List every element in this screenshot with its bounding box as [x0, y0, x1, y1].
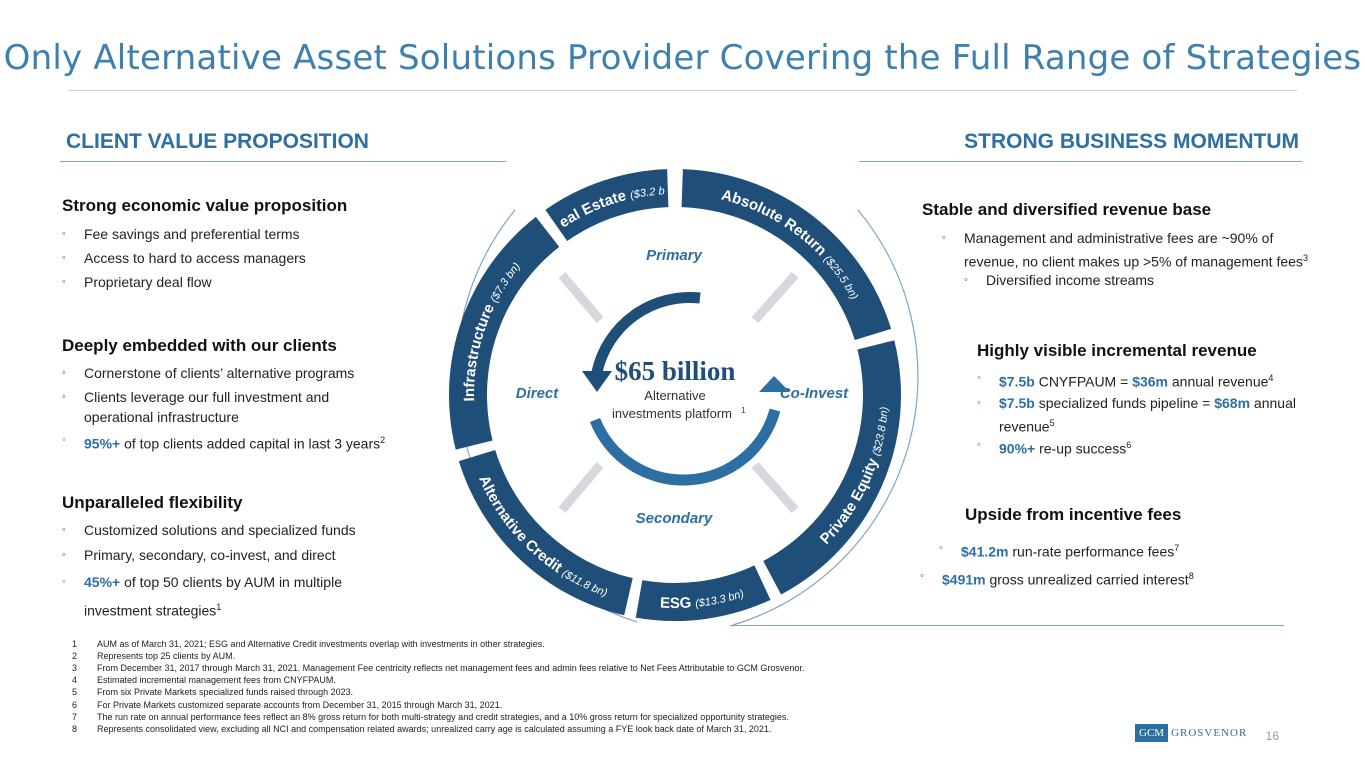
center-amount: $65 billion	[615, 356, 736, 386]
wheel-segment	[763, 340, 901, 595]
arrow-up-icon	[759, 376, 790, 392]
right-bottom-divider	[730, 625, 1284, 626]
bullet-item: ◦Access to hard to access managers	[62, 250, 306, 266]
footnote-number: 6	[72, 699, 78, 710]
quadrant-secondary: Secondary	[636, 510, 713, 527]
left-section-divider	[60, 161, 506, 162]
wheel-segment	[449, 216, 560, 450]
bullet-item: ◦Customized solutions and specialized fu…	[62, 522, 356, 538]
page-title: Only Alternative Asset Solutions Provide…	[3, 38, 1362, 78]
wheel-segment	[458, 449, 633, 616]
center-line1: Alternative	[644, 388, 705, 403]
block-heading: Strong economic value proposition	[62, 196, 348, 215]
footnote-number: 8	[72, 723, 78, 734]
footnote-text: From December 31, 2017 through March 31,…	[97, 663, 805, 674]
footnote-number: 1	[72, 639, 78, 649]
footnote-number: 3	[72, 663, 78, 674]
bullet-item: ◦$41.2m run-rate performance fees7	[939, 542, 1180, 560]
quadrant-co-invest: Co-Invest	[780, 385, 849, 402]
bullet-item: ◦$7.5b specialized funds pipeline = $68m…	[977, 395, 1296, 435]
block-heading: Stable and diversified revenue base	[922, 200, 1212, 219]
bullet-item: ◦Cornerstone of clients’ alternative pro…	[62, 365, 355, 381]
bullet-item: ◦$7.5b CNYFPAUM = $36m annual revenue4	[977, 372, 1274, 390]
footnote-text: The run rate on annual performance fees …	[97, 711, 789, 722]
right-section-divider	[859, 161, 1302, 162]
bullet-item: ◦Management and administrative fees are …	[942, 230, 1308, 270]
block-heading: Unparalleled flexibility	[62, 493, 243, 512]
arrow-down-icon	[582, 371, 612, 392]
bullet-item: ◦45%+ of top 50 clients by AUM in multip…	[62, 574, 342, 619]
quadrant-primary: Primary	[646, 247, 703, 264]
divider-stripes	[558, 272, 799, 513]
page-number: 16	[1265, 729, 1279, 743]
bullet-item: ◦Clients leverage our full investment an…	[62, 389, 330, 425]
wheel-segment	[635, 565, 771, 621]
title-divider	[68, 90, 1297, 91]
client-value-heading: CLIENT VALUE PROPOSITION	[66, 130, 369, 153]
footnote-text: Represents consolidated view, excluding …	[97, 723, 772, 734]
block-heading: Highly visible incremental revenue	[977, 341, 1257, 360]
footnote-number: 5	[72, 687, 78, 698]
footnote-number: 7	[72, 711, 78, 722]
strategy-wheel: Absolute Return($25.5 bn)Private Equity(…	[400, 160, 919, 626]
footnote-text: From six Private Markets specialized fun…	[97, 687, 354, 698]
bullet-item: ◦95%+ of top clients added capital in la…	[62, 434, 386, 452]
bullet-item: ◦$491m gross unrealized carried interest…	[920, 570, 1194, 588]
center-line2: investments platform	[612, 406, 732, 421]
inner-arc-bottom	[589, 408, 781, 486]
segment-name: Alternative Credit	[475, 473, 565, 577]
bullet-item: ◦Diversified income streams	[964, 272, 1155, 288]
block-heading: Deeply embedded with our clients	[62, 336, 337, 355]
footnote-text: Represents top 25 clients by AUM.	[97, 651, 236, 662]
block-heading: Upside from incentive fees	[965, 505, 1182, 524]
wheel-segment	[681, 169, 892, 341]
inner-arc-top	[591, 291, 701, 374]
footnote-number: 2	[72, 651, 78, 662]
bullet-item: ◦Fee savings and preferential terms	[62, 226, 300, 242]
bullet-item: ◦90%+ re-up success6	[977, 439, 1132, 457]
footnote-text: Estimated incremental management fees fr…	[97, 675, 336, 686]
center-footnote-ref: 1	[741, 406, 746, 415]
footnote-text: AUM as of March 31, 2021; ESG and Altern…	[97, 639, 545, 649]
quadrant-direct: Direct	[516, 385, 560, 402]
outer-arc-right	[732, 209, 919, 626]
segment-name: ESG	[660, 594, 692, 612]
wheel-segment	[545, 169, 669, 241]
footnote-number: 4	[72, 675, 78, 686]
bullet-item: ◦Primary, secondary, co-invest, and dire…	[62, 547, 336, 563]
business-momentum-heading: STRONG BUSINESS MOMENTUM	[964, 130, 1299, 153]
footnote-text: For Private Markets customized separate …	[97, 699, 503, 710]
bullet-item: ◦Proprietary deal flow	[62, 274, 212, 290]
